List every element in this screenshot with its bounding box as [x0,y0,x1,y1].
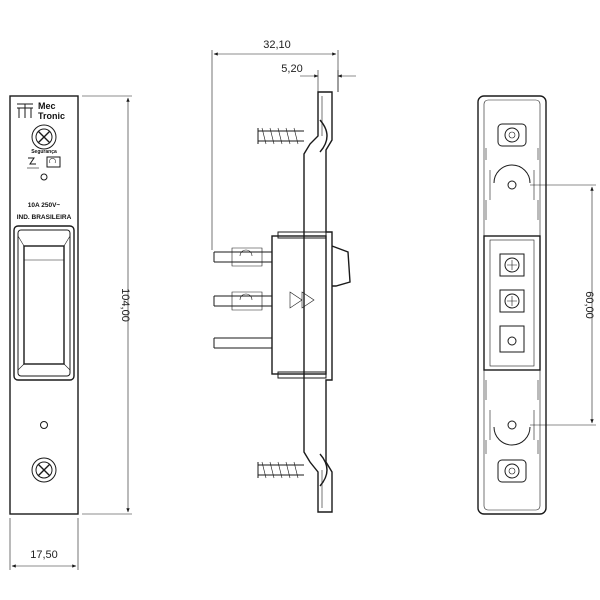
certification-icon [27,156,61,169]
rocker-side [331,245,351,287]
bottom-screw-side-icon [257,453,328,487]
rear-bottom-screw-icon [497,459,527,483]
brand-line1: Mec [38,101,56,111]
width-label: 17,50 [30,549,58,561]
certification-label: Segurança [31,149,57,155]
terminal-screw-1-icon [499,253,525,277]
brand-line2: Tronic [38,111,65,121]
top-screw-icon [31,124,57,150]
side-view [213,91,351,513]
plate-depth-label: 5,20 [281,63,302,75]
rear-bottom-hole [489,410,535,446]
screw-spacing-dimension: 60,00 [530,184,596,426]
plate-profile [303,91,333,513]
terminal-hole [499,325,525,353]
bottom-screw-icon [31,457,57,483]
rear-body [483,235,541,371]
terminals-side [213,247,315,349]
rear-top-screw-icon [497,123,527,147]
depth-dimension: 32,10 [211,39,339,250]
terminal-screw-2-icon [499,289,525,313]
screw-spacing-label: 60,00 [583,291,595,319]
rocker-switch [13,225,75,381]
depth-label: 32,10 [263,39,291,51]
brand-logo: Mec Tronic [17,101,65,121]
rear-top-hole [489,164,535,200]
lower-hole [40,421,48,429]
height-dimension: 104,00 [82,95,132,515]
front-plate-outline [9,95,79,515]
front-view: Mec Tronic Segurança 10A 250V~ IND. BRAS… [9,95,79,515]
top-screw-side-icon [257,119,328,153]
switch-body [271,235,327,375]
led-hole [40,173,48,181]
rating-text: 10A 250V~ [28,202,61,209]
width-dimension: 17,50 [9,518,79,570]
rear-view [477,95,547,515]
plate-depth-dimension: 5,20 [281,63,356,92]
rear-plate-outline [477,95,547,515]
origin-text: IND. BRASILEIRA [17,214,72,221]
height-label: 104,00 [119,288,131,322]
